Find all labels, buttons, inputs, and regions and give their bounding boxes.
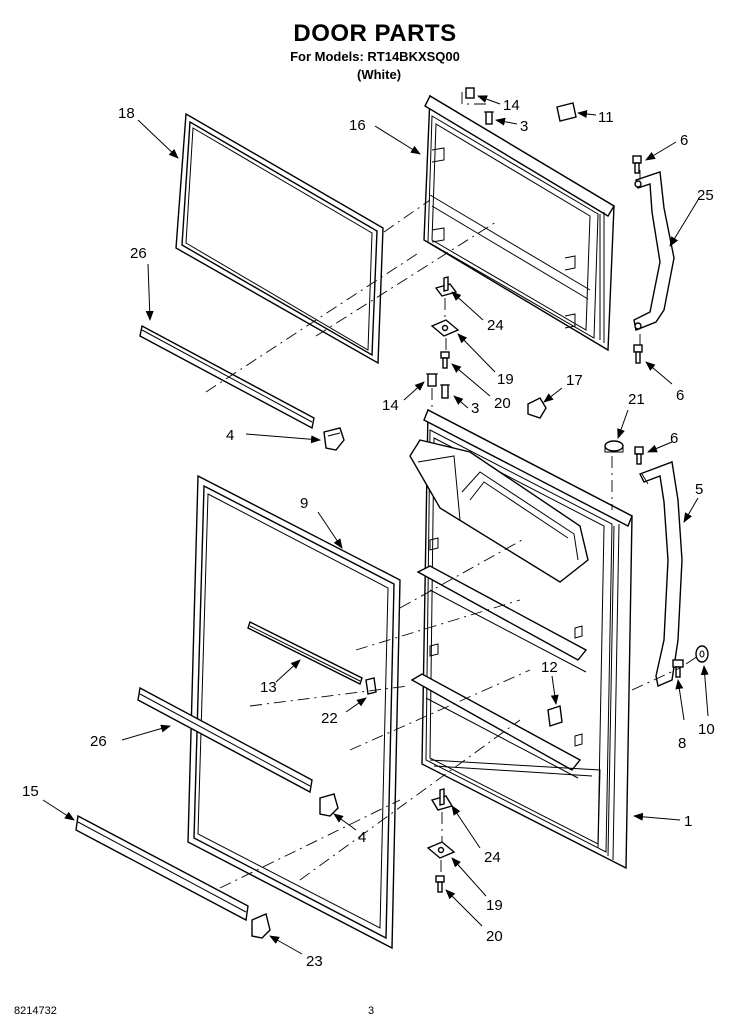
callout-12: 12 — [541, 659, 558, 676]
part-14-plug-top — [461, 87, 488, 105]
part-6-screw-handle-upper — [632, 155, 642, 174]
callout-10: 10 — [698, 721, 715, 738]
part-12-bracket — [547, 705, 563, 727]
part-1-fresh-food-door — [409, 408, 633, 870]
callout-24-upper: 24 — [487, 317, 504, 334]
callout-17: 17 — [566, 372, 583, 389]
callout-3-top: 3 — [520, 118, 528, 135]
callout-14-middle: 14 — [382, 397, 399, 414]
callout-19-upper: 19 — [497, 371, 514, 388]
callout-4-lower: 4 — [358, 829, 366, 846]
page-title: DOOR PARTS — [293, 20, 457, 47]
part-6-screw-fresh-handle — [634, 446, 644, 465]
part-5-fresh-food-handle — [639, 461, 683, 687]
part-3-screw-top — [484, 111, 494, 125]
callout-14-top: 14 — [503, 97, 520, 114]
callout-22: 22 — [321, 710, 338, 727]
part-9-fresh-food-gasket — [187, 474, 401, 950]
callout-labels: 18 26 4 16 14 3 11 6 25 6 24 19 20 14 3 … — [22, 97, 715, 970]
part-14-plug-middle — [426, 373, 438, 387]
callout-21: 21 — [628, 391, 645, 408]
callout-19-lower: 19 — [486, 897, 503, 914]
part-22-clip — [365, 677, 377, 695]
callout-16: 16 — [349, 117, 366, 134]
part-15-bottom-strip — [75, 814, 249, 922]
callout-23: 23 — [306, 953, 323, 970]
part-10-washer — [695, 645, 709, 663]
document-number: 8214732 — [14, 1005, 57, 1017]
callout-8: 8 — [678, 735, 686, 752]
page-number: 3 — [368, 1005, 375, 1017]
callout-26-upper: 26 — [130, 245, 147, 262]
part-8-screw — [672, 659, 684, 678]
color-line: (White) — [357, 67, 402, 82]
callout-25: 25 — [697, 187, 714, 204]
part-24-hinge-bracket-upper — [434, 276, 458, 297]
part-17-cap — [527, 397, 547, 419]
models-line: For Models: RT14BKXSQ00 — [290, 49, 460, 64]
callout-20-lower: 20 — [486, 928, 503, 945]
alignment-lines — [205, 170, 699, 889]
callout-11: 11 — [598, 109, 614, 126]
part-6-screw-handle-lower — [633, 344, 643, 364]
callout-20-upper: 20 — [494, 395, 511, 412]
diagram-header: DOOR PARTS For Models: RT14BKXSQ00 (Whit… — [0, 0, 750, 100]
part-20-screw-upper — [440, 351, 450, 369]
part-4-clip-lower — [319, 793, 339, 817]
part-20-screw-lower — [435, 875, 445, 893]
part-21-plug — [604, 440, 624, 453]
leader-lines — [42, 95, 709, 955]
callout-9: 9 — [300, 495, 308, 512]
callout-6-middle: 6 — [676, 387, 684, 404]
callout-13: 13 — [260, 679, 277, 696]
callout-4-upper: 4 — [226, 427, 234, 444]
callout-24-lower: 24 — [484, 849, 501, 866]
part-11-label — [556, 102, 577, 122]
callout-6-bottom: 6 — [670, 430, 678, 447]
callout-15: 15 — [22, 783, 39, 800]
part-19-hinge-lower — [426, 841, 456, 859]
part-19-hinge-upper — [430, 319, 460, 337]
part-18-freezer-gasket — [175, 112, 384, 365]
callout-6-top: 6 — [680, 132, 688, 149]
part-23-clip — [251, 913, 271, 939]
callout-18: 18 — [118, 105, 135, 122]
part-25-freezer-handle — [633, 171, 675, 331]
part-4-clip-upper — [323, 427, 345, 451]
callout-3-middle: 3 — [471, 400, 479, 417]
part-3-screw-middle — [440, 384, 450, 399]
callout-5: 5 — [695, 481, 703, 498]
part-26-breaker-strip-lower — [137, 686, 313, 794]
part-16-freezer-door — [423, 94, 615, 352]
callout-26-lower: 26 — [90, 733, 107, 750]
part-24-hinge-bracket-lower — [430, 788, 454, 811]
part-26-breaker-strip-upper — [139, 324, 315, 430]
callout-1: 1 — [684, 813, 692, 830]
part-13-breaker-strip — [247, 621, 363, 685]
